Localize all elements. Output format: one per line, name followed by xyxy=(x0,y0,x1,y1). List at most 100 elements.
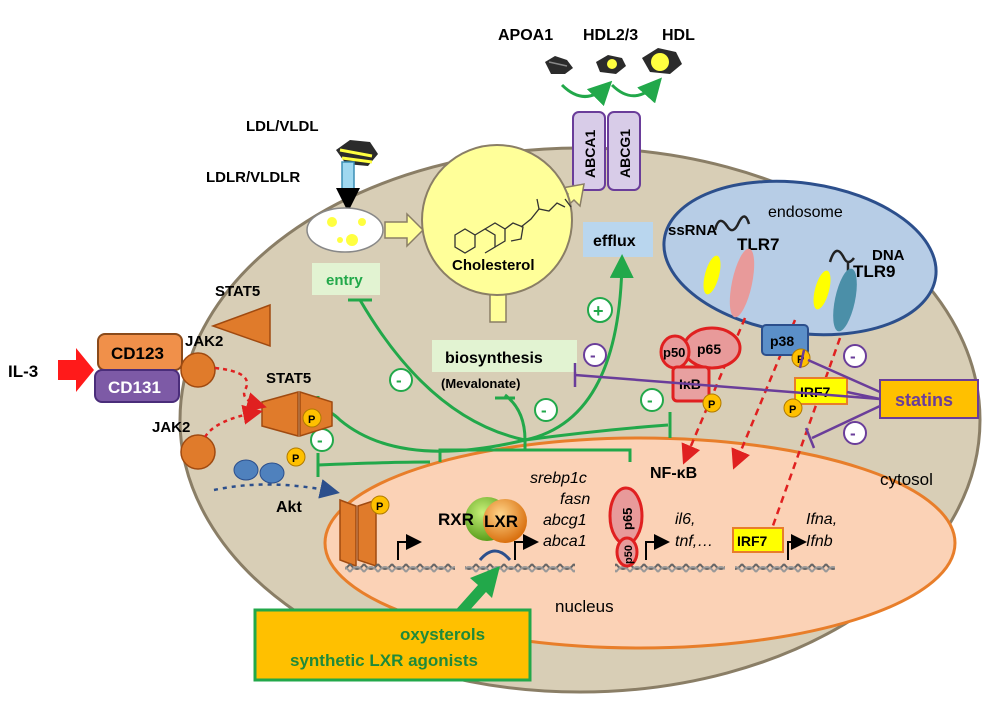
tlr7-adaptor-icon xyxy=(703,255,721,295)
p38-protein xyxy=(761,324,809,356)
tlr9-receptor xyxy=(833,268,857,332)
gene-abca1: abca1 xyxy=(543,533,587,550)
jak2-stat5-activation-2 xyxy=(203,404,263,438)
svg-text:-: - xyxy=(850,347,856,366)
ldl-vldl-label: LDL/VLDL xyxy=(246,118,319,135)
svg-text:-: - xyxy=(541,401,547,420)
svg-text:P: P xyxy=(789,404,796,416)
gene-ifna: Ifna, xyxy=(806,511,837,528)
hdl23-label: HDL2/3 xyxy=(583,27,638,44)
entry-box xyxy=(312,263,380,295)
akt-protein-1 xyxy=(233,459,259,481)
svg-text:-: - xyxy=(317,431,323,450)
efflux-label: efflux xyxy=(593,233,636,250)
tlr9-label: TLR9 xyxy=(853,262,896,281)
cholesterol-label: Cholesterol xyxy=(452,257,535,274)
jak2-bottom-protein xyxy=(180,434,216,470)
akt-label: Akt xyxy=(276,499,302,516)
hdl-particle xyxy=(642,48,682,74)
apoa1-label: APOA1 xyxy=(498,27,553,44)
nuclear-irf7-label: IRF7 xyxy=(737,533,768,549)
gene-tnf: tnf,… xyxy=(675,533,713,550)
svg-text:-: - xyxy=(396,371,402,390)
dna-strand-irf7 xyxy=(735,560,835,576)
jak2-stat5-activation xyxy=(214,366,267,412)
statin-inhibition-lines xyxy=(573,349,881,449)
abca1-label: ABCA1 xyxy=(582,130,598,178)
tss-arrow-nfkb xyxy=(645,534,670,560)
lxr-receptor xyxy=(483,499,527,543)
minus-statin-p38-icon: - xyxy=(843,344,867,368)
abca1-transporter xyxy=(572,111,606,191)
hdl-label: HDL xyxy=(662,27,695,44)
stat5-phospho-icon: P xyxy=(302,408,322,428)
minus-biosynthesis-icon: - xyxy=(534,398,558,422)
il3-arrow xyxy=(58,348,94,392)
nuclear-stat5-phospho-icon: P xyxy=(370,495,390,515)
svg-text:P: P xyxy=(292,453,299,465)
jak2-top-label: JAK2 xyxy=(185,333,223,350)
nuclear-p50-protein xyxy=(615,536,639,568)
akt-signal-line xyxy=(213,479,340,499)
nuclear-irf7-protein xyxy=(732,527,784,553)
gene-abcg1: abcg1 xyxy=(543,512,587,529)
irf7-phospho-icon: P xyxy=(783,398,803,418)
p50-label: p50 xyxy=(663,345,685,360)
gene-srebp1c: srebp1c xyxy=(530,470,587,487)
cd131-label: CD131 xyxy=(108,378,161,397)
lxr-regulation-lines xyxy=(316,254,672,477)
jak2-top-protein xyxy=(180,352,216,388)
il3-label: IL-3 xyxy=(8,362,38,381)
endosome-label: endosome xyxy=(768,204,843,221)
minus-statin-biosynthesis-icon: - xyxy=(583,343,607,367)
tss-arrow-irf7 xyxy=(787,534,807,560)
ssrna-icon xyxy=(713,215,751,232)
cholesterol-pool xyxy=(421,144,573,296)
minus-stat5-icon: - xyxy=(310,428,334,452)
gene-il6: il6, xyxy=(675,511,695,528)
p65-label: p65 xyxy=(697,341,721,357)
ldl-particle xyxy=(336,140,378,166)
ldlr-vldlr-label: LDLR/VLDLR xyxy=(206,169,300,186)
abcg1-label: ABCG1 xyxy=(617,129,633,178)
tlr7-receptor xyxy=(729,248,755,318)
dna-strand-nfkb xyxy=(615,560,725,576)
cd123-label: CD123 xyxy=(111,344,164,363)
svg-text:P: P xyxy=(376,501,383,513)
cholesterol-structure-icon xyxy=(454,198,572,254)
lxr-label: LXR xyxy=(484,512,518,531)
minus-statin-irf7-icon: - xyxy=(843,421,867,445)
dna-label: DNA xyxy=(872,247,905,264)
ssrna-label: ssRNA xyxy=(668,222,717,239)
svg-text:-: - xyxy=(647,391,653,410)
entry-label: entry xyxy=(326,272,363,289)
stat5-mid-label: STAT5 xyxy=(266,370,311,387)
dna-strand-stat5 xyxy=(345,560,455,576)
svg-text:-: - xyxy=(850,424,856,443)
agonists-box xyxy=(253,608,532,682)
tss-arrow-stat5 xyxy=(397,534,422,560)
svg-text:P: P xyxy=(308,414,315,426)
ldlr-receptor xyxy=(341,161,355,191)
irf7-label: IRF7 xyxy=(800,384,831,400)
svg-text:P: P xyxy=(708,399,715,411)
stat5-dimer xyxy=(261,390,333,438)
gene-fasn: fasn xyxy=(560,491,590,508)
lxr-response-element xyxy=(478,549,512,561)
akt-phospho-icon: P xyxy=(286,447,306,467)
svg-text:+: + xyxy=(593,301,604,321)
biosynthesis-label: biosynthesis xyxy=(445,350,543,367)
stat5-top-protein xyxy=(210,303,271,348)
plus-efflux-icon: + xyxy=(587,297,613,323)
statins-label: statins xyxy=(895,390,953,410)
nfkb-label: NF-κB xyxy=(650,465,697,482)
minus-nfkb-icon: - xyxy=(640,388,664,412)
jak2-bottom-label: JAK2 xyxy=(152,419,190,436)
cd131-receptor xyxy=(94,369,180,403)
tlr7-label: TLR7 xyxy=(737,235,780,254)
hdl-conversion-arrow-2 xyxy=(610,77,662,104)
vesicle-to-cholesterol-arrow xyxy=(384,212,425,248)
hdl23-particle xyxy=(596,55,626,74)
ikb-phospho-icon: P xyxy=(702,393,722,413)
